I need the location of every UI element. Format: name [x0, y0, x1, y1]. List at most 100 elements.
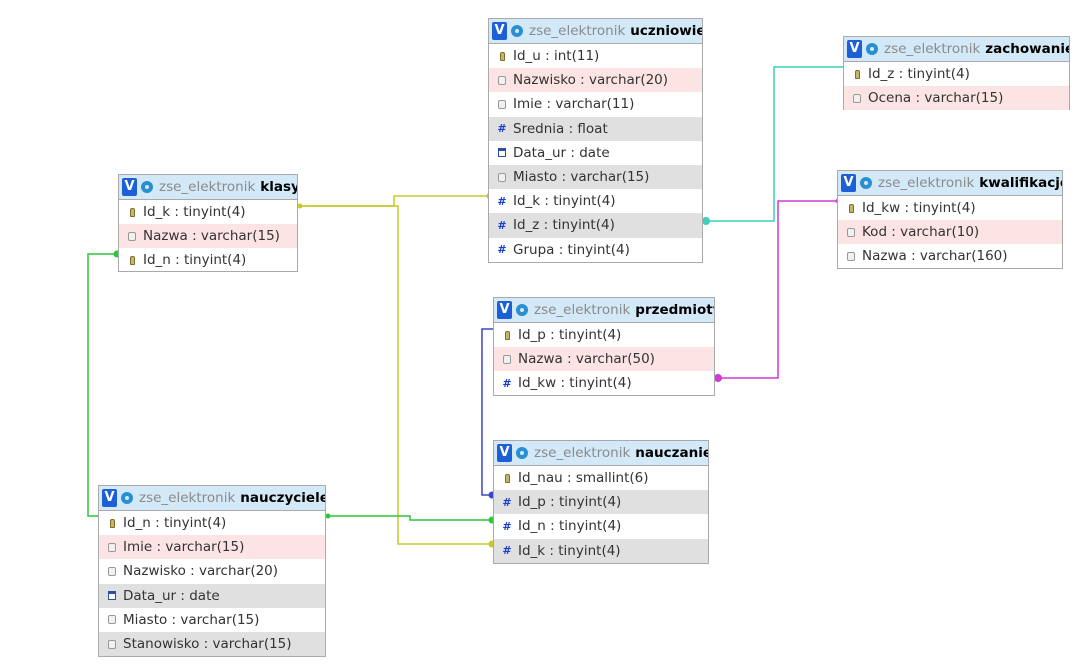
field-label: Miasto : varchar(15) — [123, 611, 260, 628]
field-row[interactable]: Miasto : varchar(15) — [489, 164, 702, 190]
field-row[interactable]: Data_ur : date — [489, 141, 702, 165]
key-icon — [125, 255, 139, 265]
string-icon — [844, 227, 858, 237]
field-row[interactable]: Nazwa : varchar(50) — [494, 347, 714, 372]
field-row[interactable]: # Id_p : tinyint(4) — [494, 490, 708, 515]
key-icon-shape — [504, 473, 510, 483]
field-row[interactable]: Id_z : tinyint(4) — [844, 62, 1069, 86]
field-row[interactable]: Id_n : tinyint(4) — [119, 248, 297, 272]
field-row[interactable]: #Id_n : tinyint(4) — [494, 514, 708, 538]
key-icon — [105, 518, 119, 528]
gear-icon[interactable] — [866, 43, 878, 55]
view-icon[interactable]: V — [847, 40, 862, 58]
field-row[interactable]: #Srednia : float — [489, 116, 702, 141]
field-label: Id_p : tinyint(4) — [518, 494, 622, 511]
field-row[interactable]: #Id_kw : tinyint(4) — [494, 371, 714, 395]
field-label: Srednia : float — [513, 120, 608, 137]
field-label: Miasto : varchar(15) — [513, 169, 650, 186]
field-label: Id_z : tinyint(4) — [513, 217, 615, 234]
number-icon-shape: # — [502, 495, 512, 509]
field-label: Id_k : tinyint(4) — [518, 542, 621, 559]
view-icon[interactable]: V — [497, 444, 512, 462]
field-label: Stanowisko : varchar(15) — [123, 636, 292, 653]
field-label: Nazwa : varchar(160) — [862, 248, 1008, 265]
gear-icon[interactable] — [121, 492, 133, 504]
string-icon-shape — [498, 172, 506, 182]
number-icon: # — [500, 521, 514, 532]
view-icon[interactable]: V — [102, 489, 117, 507]
string-icon-shape — [108, 615, 116, 625]
string-icon-shape — [847, 227, 855, 237]
string-icon-shape — [853, 93, 861, 103]
gear-icon[interactable] — [141, 181, 153, 193]
date-icon-shape — [108, 591, 116, 601]
field-row[interactable]: Id_kw : tinyint(4) — [838, 196, 1062, 220]
field-row[interactable]: Nazwa : varchar(15) — [119, 224, 297, 249]
gear-icon[interactable] — [860, 177, 872, 189]
relation-line-przedmioty-kwalifikacje — [715, 200, 838, 379]
field-label: Id_nau : smallint(6) — [518, 470, 649, 487]
gear-icon[interactable] — [516, 447, 528, 459]
field-row[interactable]: Miasto : varchar(15) — [99, 608, 325, 632]
field-row[interactable]: Data_ur : date — [99, 583, 325, 608]
field-row[interactable]: Id_nau : smallint(6) — [494, 466, 708, 490]
field-row[interactable]: #Id_k : tinyint(4) — [494, 538, 708, 563]
field-row[interactable]: Kod : varchar(10) — [838, 220, 1062, 245]
field-row[interactable]: Nazwa : varchar(160) — [838, 244, 1062, 268]
field-row[interactable]: Nazwisko : varchar(20) — [489, 68, 702, 93]
relation-line-klasy-nauczyciele — [87, 253, 119, 517]
field-label: Id_kw : tinyint(4) — [518, 375, 632, 392]
relation-end-dot — [714, 374, 722, 382]
string-icon-shape — [108, 639, 116, 649]
field-label: Id_n : tinyint(4) — [123, 515, 227, 532]
view-icon[interactable]: V — [497, 301, 512, 319]
gear-icon[interactable] — [516, 304, 528, 316]
field-row[interactable]: Id_n : tinyint(4) — [99, 511, 325, 535]
string-icon-shape — [128, 231, 136, 241]
number-icon-shape: # — [497, 218, 507, 232]
table-name: kwalifikacje — [979, 175, 1062, 191]
table-name: zachowanie — [985, 41, 1069, 57]
view-icon[interactable]: V — [492, 22, 507, 40]
field-label: Nazwa : varchar(15) — [143, 228, 280, 245]
field-row[interactable]: Ocena : varchar(15) — [844, 86, 1069, 111]
field-row[interactable]: Nazwisko : varchar(20) — [99, 559, 325, 583]
field-row[interactable]: # Id_z : tinyint(4) — [489, 213, 702, 238]
field-row[interactable]: Id_p : tinyint(4) — [494, 323, 714, 347]
view-icon[interactable]: V — [841, 174, 856, 192]
string-icon — [844, 251, 858, 261]
string-icon — [105, 542, 119, 552]
key-icon-shape — [854, 69, 860, 79]
field-row[interactable]: Stanowisko : varchar(15) — [99, 631, 325, 657]
field-row[interactable]: Imie : varchar(15) — [99, 535, 325, 560]
field-row[interactable]: Id_k : tinyint(4) — [119, 200, 297, 224]
field-row[interactable]: Id_u : int(11) — [489, 44, 702, 68]
field-row[interactable]: #Id_k : tinyint(4) — [489, 189, 702, 213]
key-icon — [125, 207, 139, 217]
gear-icon[interactable] — [511, 25, 523, 37]
string-icon-shape — [108, 566, 116, 576]
field-row[interactable]: Imie : varchar(11) — [489, 92, 702, 116]
view-icon[interactable]: V — [122, 178, 137, 196]
key-icon — [844, 203, 858, 213]
field-row[interactable]: #Grupa : tinyint(4) — [489, 238, 702, 262]
field-label: Id_k : tinyint(4) — [513, 193, 616, 210]
key-icon-shape — [504, 330, 510, 340]
string-icon — [495, 99, 509, 109]
table-name: nauczanie — [635, 445, 708, 461]
string-icon — [105, 615, 119, 625]
